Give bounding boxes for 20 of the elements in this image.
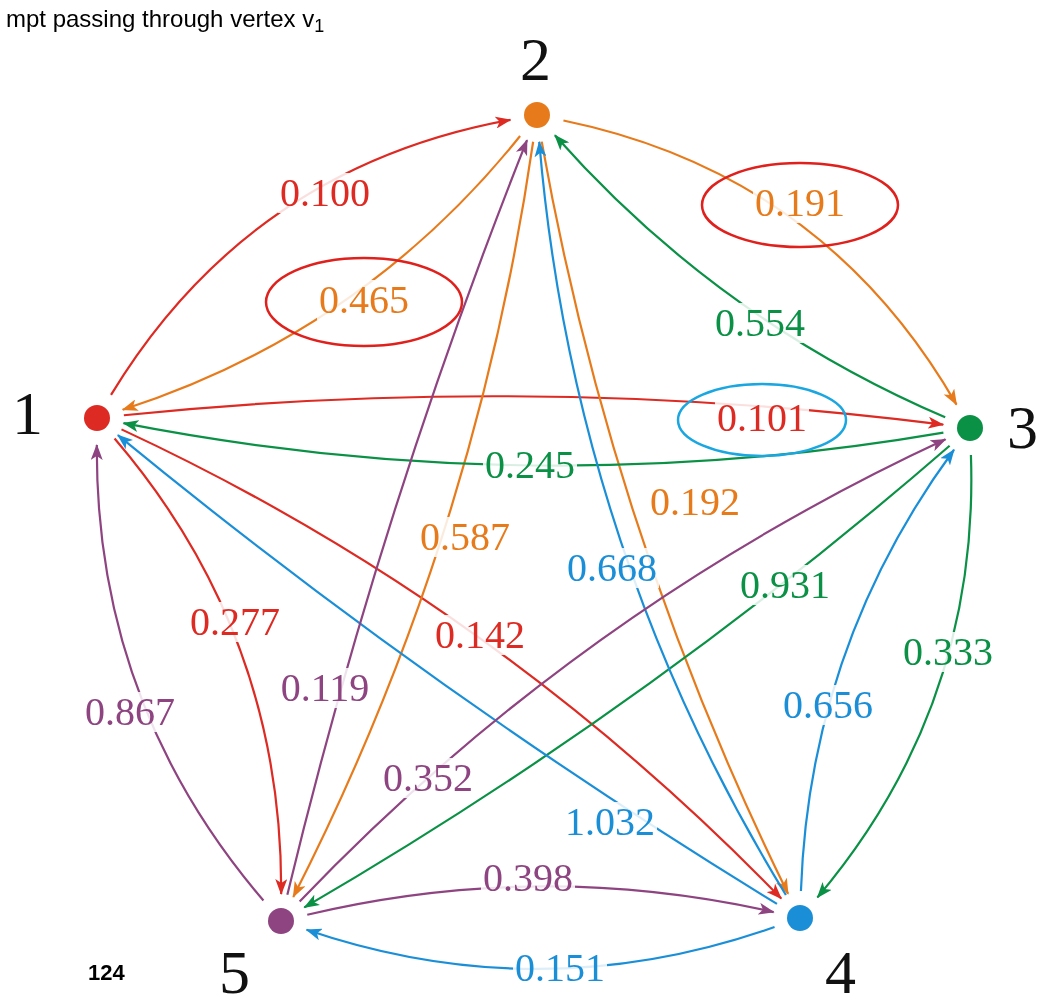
arrow: [799, 448, 955, 892]
edge-label: 0.333: [901, 632, 995, 672]
edge-label: 0.587: [418, 517, 512, 557]
edge-label: 0.554: [713, 303, 807, 343]
vertex-number: 2: [520, 28, 551, 90]
edge-label: 0.668: [565, 548, 659, 588]
vertex-number: 5: [219, 941, 250, 1003]
vertex-number: 3: [1007, 396, 1038, 458]
arrow: [91, 444, 265, 902]
edge-label: 0.277: [188, 602, 282, 642]
edge-label: 0.656: [781, 685, 875, 725]
edge-label: 0.100: [278, 173, 372, 213]
vertex-number: 4: [825, 941, 856, 1003]
arrow: [816, 454, 973, 899]
edge-label: 0.465: [317, 280, 411, 320]
vertex-number: 1: [12, 382, 43, 444]
page-number: 124: [88, 962, 125, 984]
heading-text: mpt passing through vertex v$_{1}$: [6, 4, 325, 34]
edge-label: 0.867: [83, 692, 177, 732]
arrow: [113, 437, 287, 895]
